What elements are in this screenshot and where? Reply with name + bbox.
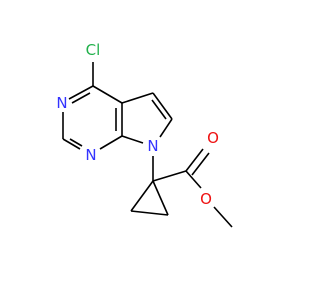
nitrogen-n1-label: N xyxy=(85,146,96,164)
nitrogen-n7-label: N xyxy=(147,137,158,155)
bond-n7-c7a xyxy=(121,135,144,144)
nitrogen-n3-label: N xyxy=(56,94,67,112)
bond-carbonyl-o-double xyxy=(191,152,210,176)
chlorine-atom-label: Cl xyxy=(86,41,101,59)
bond-c6-n7 xyxy=(159,118,173,138)
bond-c2-n1-inner xyxy=(69,138,83,147)
ester-oxygen-label: O xyxy=(200,190,212,208)
bond-carbonyl-o xyxy=(185,148,204,172)
bond-cq-cp1 xyxy=(130,180,154,212)
carbonyl-oxygen-label: O xyxy=(207,129,219,147)
bond-c4-n3 xyxy=(68,85,94,100)
bond-cq-ccarbonyl xyxy=(152,170,187,182)
bond-c2-n1 xyxy=(62,138,81,150)
bond-c5-c6-inner xyxy=(151,99,167,120)
bond-cp1-cp2 xyxy=(130,210,169,216)
molecule-structure: Cl N N N O O xyxy=(56,41,233,228)
bond-ccarbonyl-oester xyxy=(185,170,202,189)
bond-c4-c3a xyxy=(92,85,123,104)
bond-lines xyxy=(62,62,233,228)
bond-c5-c6 xyxy=(152,92,173,120)
bond-c4-n3-inner xyxy=(71,92,91,104)
atom-labels: Cl N N N O O xyxy=(56,41,219,208)
bond-oester-methyl xyxy=(213,206,233,228)
bond-c3a-c5 xyxy=(121,92,154,104)
bond-n1-c7a xyxy=(99,135,123,150)
bond-cp2-cq xyxy=(152,180,169,216)
